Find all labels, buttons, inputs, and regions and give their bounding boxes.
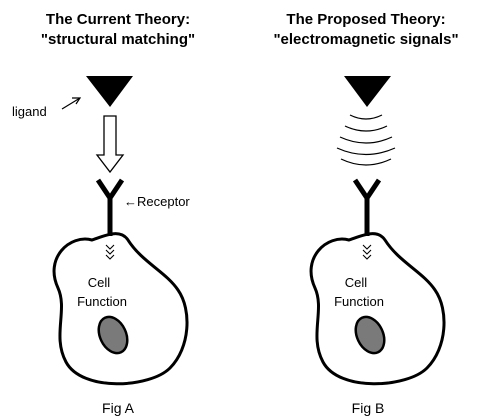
signal-chevrons-b (362, 244, 372, 260)
panel-a-subtitle: "structural matching" (41, 31, 195, 48)
cell-body-a (52, 232, 189, 386)
fig-a-caption: Fig A (102, 400, 135, 416)
function-label-a: Function (77, 294, 127, 309)
cell-body-b (309, 232, 446, 386)
receptor-a (95, 178, 125, 236)
nucleus-a (97, 315, 129, 355)
signal-chevrons-a (105, 244, 115, 260)
fig-b-caption: Fig B (352, 400, 385, 416)
ligand-label: ligand (12, 104, 47, 119)
receptor-b (352, 178, 382, 236)
function-label-b: Function (334, 294, 384, 309)
panel-b-subtitle: "electromagnetic signals" (273, 31, 458, 48)
nucleus-b (354, 315, 386, 355)
ligand-triangle-b (344, 76, 391, 107)
panel-a: The Current Theory: "structural matching… (12, 11, 195, 416)
ligand-pointer-arrow (61, 97, 82, 110)
panel-b-title: The Proposed Theory: (286, 11, 445, 28)
panel-b: The Proposed Theory: "electromagnetic si… (273, 11, 458, 416)
electromagnetic-waves (336, 114, 396, 166)
panel-a-title: The Current Theory: (46, 11, 190, 28)
receptor-label: ←Receptor (124, 194, 190, 209)
ligand-triangle (86, 76, 133, 107)
cell-label-a: Cell (88, 275, 111, 290)
binding-arrow (95, 115, 125, 174)
cell-label-b: Cell (345, 275, 368, 290)
